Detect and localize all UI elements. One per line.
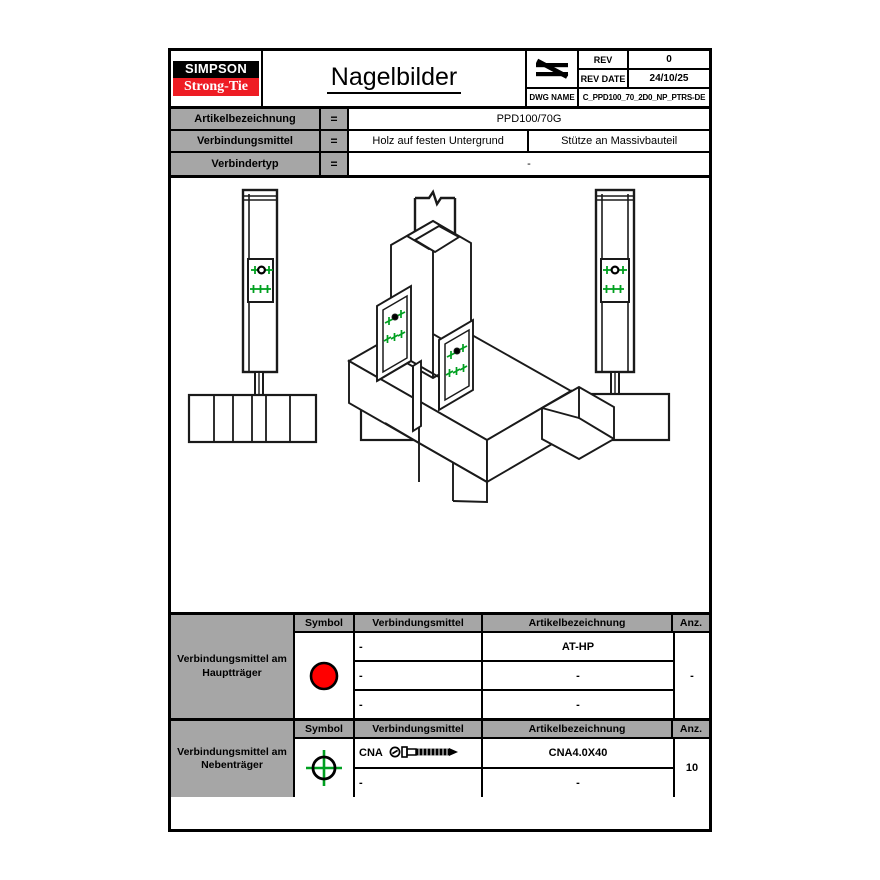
rev-label: REV	[579, 51, 629, 68]
view-front-elevation-left	[187, 188, 318, 444]
table-row: - -	[355, 691, 673, 718]
rev-date-value: 24/10/25	[649, 73, 689, 84]
title-block: SIMPSON Strong-Tie Nagelbilder	[171, 51, 709, 109]
fastener-rows-nebentraeger: CNA	[355, 739, 673, 797]
header-anzahl: Anz.	[679, 617, 703, 629]
nail-icon	[389, 745, 461, 762]
spec-value-verbindungsmittel-left: Holz auf festen Untergrund	[349, 131, 530, 151]
fastener-table-nebentraeger: Verbindungsmittel am Nebenträger Symbol …	[171, 721, 709, 797]
spec-label: Verbindertyp	[171, 153, 321, 175]
not-equal-icon	[527, 51, 579, 87]
fastener-table-title-haupttraeger: Verbindungsmittel am Hauptträger	[171, 615, 295, 718]
spec-row-verbindertyp: Verbindertyp = -	[171, 153, 709, 175]
header-symbol: Symbol	[295, 721, 355, 737]
anchor-hole-3d-left	[391, 313, 399, 321]
spec-value-artikelbezeichnung: PPD100/70G	[496, 113, 562, 125]
spec-row-verbindungsmittel: Verbindungsmittel = Holz auf festen Unte…	[171, 131, 709, 153]
header-anzahl: Anz.	[679, 723, 703, 735]
cell-artikelbezeichnung: -	[576, 669, 580, 682]
spec-label: Verbindungsmittel	[171, 131, 321, 151]
cell-anzahl-nebentraeger: 10	[673, 739, 709, 797]
cell-verbindungsmittel: -	[355, 769, 483, 797]
table-row: - -	[355, 662, 673, 691]
cell-artikelbezeichnung: -	[576, 698, 580, 711]
spec-equals: =	[321, 153, 349, 175]
revision-block: REV 0 REV DATE 24/10/25 DWG NAME C_PPD10…	[527, 51, 709, 106]
cell-verbindungsmittel-label: CNA	[359, 747, 383, 759]
simpson-strong-tie-logo: SIMPSON Strong-Tie	[171, 51, 263, 106]
rev-date-label: REV DATE	[579, 70, 629, 87]
logo-simpson-text: SIMPSON	[173, 60, 259, 78]
table-row: CNA	[355, 739, 673, 769]
header-verbindungsmittel: Verbindungsmittel	[355, 615, 483, 631]
cell-anzahl-hauptraeger: -	[673, 633, 709, 718]
spec-equals: =	[321, 131, 349, 151]
not-equal-icon-svg	[536, 58, 569, 79]
spec-label: Artikelbezeichnung	[171, 109, 321, 129]
dwg-name-label: DWG NAME	[527, 89, 579, 106]
anchor-hole-right	[610, 265, 620, 275]
nail-pattern-3d-left	[383, 310, 406, 343]
fastener-table-title-nebentraeger: Verbindungsmittel am Nebenträger	[171, 721, 295, 797]
symbol-cell-hauptraeger	[295, 633, 355, 718]
spec-value-verbindungsmittel-right: Stütze an Massivbauteil	[561, 135, 678, 147]
cell-artikelbezeichnung: CNA4.0X40	[548, 747, 608, 759]
logo-strongtie-text: Strong-Tie	[173, 77, 259, 97]
green-crosshair-circle-icon	[306, 750, 342, 786]
rev-row: REV 0	[579, 51, 709, 70]
fastener-table-haupttraeger: Verbindungsmittel am Hauptträger Symbol …	[171, 615, 709, 721]
view-isometric-3d	[347, 219, 615, 503]
anchor-hole-left	[256, 265, 266, 275]
dwg-name-value: C_PPD100_70_2D0_NP_PTRS-DE	[582, 93, 706, 102]
header-verbindungsmittel: Verbindungsmittel	[355, 721, 483, 737]
spec-value-verbindertyp: -	[527, 158, 531, 170]
nail-pattern-right	[603, 266, 627, 293]
cell-verbindungsmittel: -	[355, 633, 483, 660]
table-row: - AT-HP	[355, 633, 673, 662]
spec-equals: =	[321, 109, 349, 129]
header-artikelbezeichnung: Artikelbezeichnung	[483, 721, 673, 737]
header-artikelbezeichnung: Artikelbezeichnung	[483, 615, 673, 631]
table-row: - -	[355, 769, 673, 797]
red-filled-circle-icon	[309, 661, 339, 690]
page-title: Nagelbilder	[326, 63, 462, 95]
rev-date-row: REV DATE 24/10/25	[579, 70, 709, 87]
fastener-rows-hauptraeger: - AT-HP - - - -	[355, 633, 673, 718]
technical-drawing-area	[171, 178, 709, 615]
rev-value: 0	[666, 54, 672, 65]
anchor-hole-3d-right	[453, 347, 461, 355]
spec-row-artikelbezeichnung: Artikelbezeichnung = PPD100/70G	[171, 109, 709, 131]
fastener-table-header-row-nebentraeger: Symbol Verbindungsmittel Artikelbezeichn…	[295, 721, 709, 739]
cell-artikelbezeichnung: AT-HP	[561, 640, 595, 653]
drawing-sheet: SIMPSON Strong-Tie Nagelbilder	[168, 48, 712, 832]
fastener-table-header-row-haupttraeger: Symbol Verbindungsmittel Artikelbezeichn…	[295, 615, 709, 633]
sheet-title-cell: Nagelbilder	[263, 51, 527, 106]
cell-verbindungsmittel: -	[355, 662, 483, 689]
technical-drawing-svg	[187, 188, 671, 503]
cell-verbindungsmittel: -	[355, 691, 483, 718]
header-symbol: Symbol	[295, 615, 355, 631]
dwg-name-row: DWG NAME C_PPD100_70_2D0_NP_PTRS-DE	[527, 89, 709, 106]
symbol-cell-nebentraeger	[295, 739, 355, 797]
nail-pattern-3d-right	[445, 344, 468, 377]
cell-artikelbezeichnung: -	[576, 777, 580, 789]
cell-verbindungsmittel: CNA	[355, 739, 483, 767]
specification-rows: Artikelbezeichnung = PPD100/70G Verbindu…	[171, 109, 709, 178]
